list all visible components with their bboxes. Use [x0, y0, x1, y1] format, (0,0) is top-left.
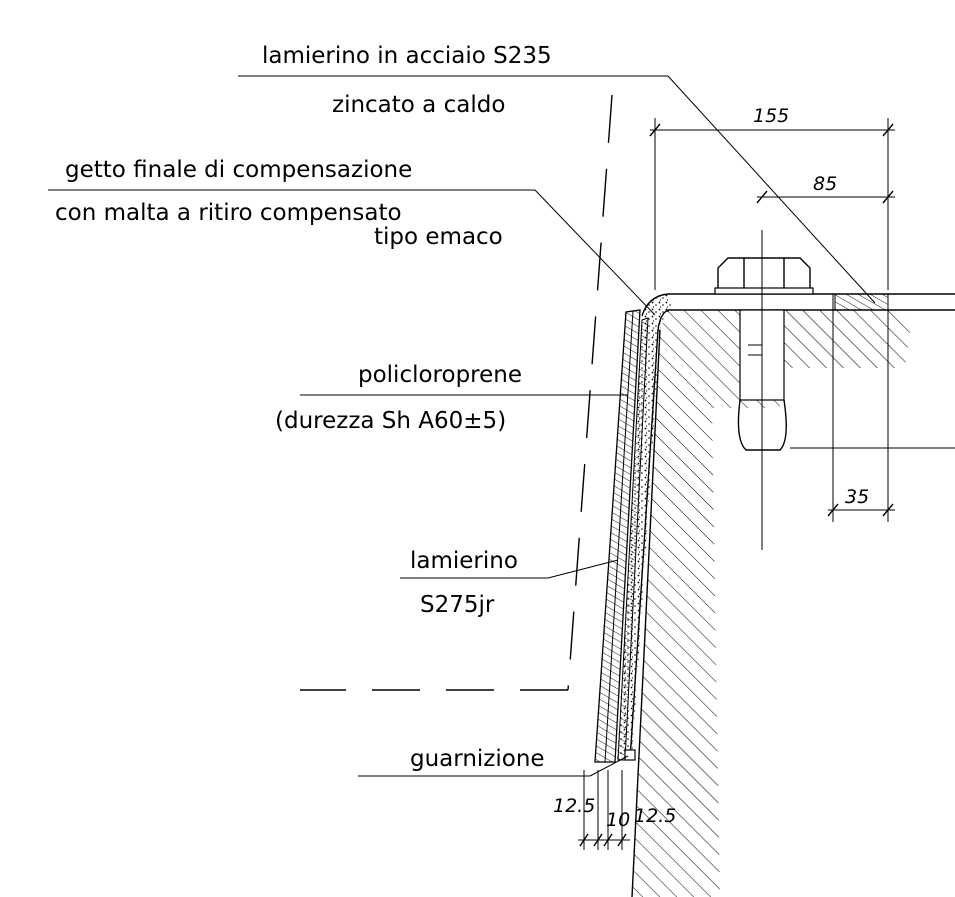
- dim-12-5-right-label: 12.5: [634, 805, 676, 827]
- bottom-dimensions: 12.5 10 12.5: [553, 770, 676, 850]
- leader-lines: [48, 75, 876, 777]
- dimension-155: 155: [649, 105, 895, 290]
- top-steel-plate: [668, 293, 955, 311]
- sheet-label-line2: S275jr: [420, 592, 495, 618]
- dim-85-label: 85: [813, 173, 837, 195]
- gasket: [624, 749, 636, 761]
- dim-10-label: 10: [606, 809, 630, 831]
- plate-label-line2: zincato a caldo: [332, 92, 505, 118]
- neoprene-label-line2: (durezza Sh A60±5): [275, 408, 506, 434]
- neoprene-label-line1: policloroprene: [358, 362, 522, 388]
- grout-label-line3: tipo emaco: [374, 224, 503, 250]
- dashed-outline: [300, 94, 613, 691]
- grout-label-line1: getto finale di compensazione: [65, 157, 412, 183]
- annotations: lamierino in acciaio S235 zincato a cald…: [55, 43, 552, 772]
- gasket-label: guarnizione: [410, 746, 545, 772]
- dimension-35: 35: [827, 294, 895, 522]
- grout-label-line2: con malta a ritiro compensato: [55, 200, 402, 226]
- dim-12-5-left-label: 12.5: [553, 795, 595, 817]
- neoprene-pad: [594, 309, 641, 763]
- dim-155-label: 155: [753, 105, 789, 127]
- dim-35-label: 35: [845, 486, 869, 508]
- anchor-bolt: [714, 230, 955, 550]
- plate-label-line1: lamierino in acciaio S235: [262, 43, 552, 69]
- dimension-85: 85: [756, 173, 895, 204]
- sheet-label-line1: lamierino: [410, 548, 518, 574]
